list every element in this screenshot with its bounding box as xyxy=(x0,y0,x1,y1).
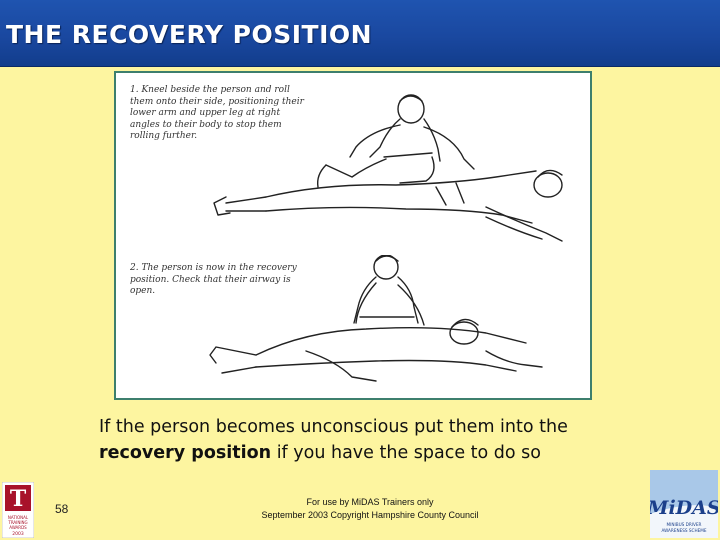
svg-text:MINIBUS DRIVER: MINIBUS DRIVER xyxy=(667,522,702,527)
footer-notice: For use by MiDAS Trainers only September… xyxy=(240,496,500,522)
svg-text:AWARENESS SCHEME: AWARENESS SCHEME xyxy=(661,528,706,533)
svg-text:TRAINING: TRAINING xyxy=(7,520,27,525)
slide-title: THE RECOVERY POSITION xyxy=(6,20,373,49)
kneeling-rescuer-figure-2 xyxy=(209,255,543,382)
title-bar: THE RECOVERY POSITION xyxy=(0,0,720,67)
caption-rest: if you have the space to do so xyxy=(271,443,542,463)
footer-line-2: September 2003 Copyright Hampshire Count… xyxy=(261,510,479,520)
midas-wordmark: MiDAS xyxy=(650,497,718,519)
step-2-text: 2. The person is now in the recovery pos… xyxy=(130,263,297,296)
caption-line-1: If the person becomes unconscious put th… xyxy=(99,417,568,437)
kneeling-rescuer-figure-1 xyxy=(213,94,563,242)
national-training-awards-logo: T NATIONAL TRAINING AWARDS 2003 xyxy=(2,482,34,538)
step-1-text: 1. Kneel beside the person and roll them… xyxy=(130,85,304,141)
caption-bold-phrase: recovery position xyxy=(99,443,272,463)
caption-line-2: recovery position if you have the space … xyxy=(99,440,659,466)
award-letter: T xyxy=(10,486,27,512)
recovery-position-illustration: 1. Kneel beside the person and roll them… xyxy=(114,71,592,400)
footer-line-1: For use by MiDAS Trainers only xyxy=(306,497,434,507)
page-number: 58 xyxy=(55,502,69,516)
slide-caption: If the person becomes unconscious put th… xyxy=(99,414,659,466)
svg-text:AWARDS: AWARDS xyxy=(9,525,27,530)
svg-text:NATIONAL: NATIONAL xyxy=(8,515,29,520)
midas-logo: MiDAS MINIBUS DRIVER AWARENESS SCHEME xyxy=(650,470,718,538)
svg-text:2003: 2003 xyxy=(12,531,24,537)
